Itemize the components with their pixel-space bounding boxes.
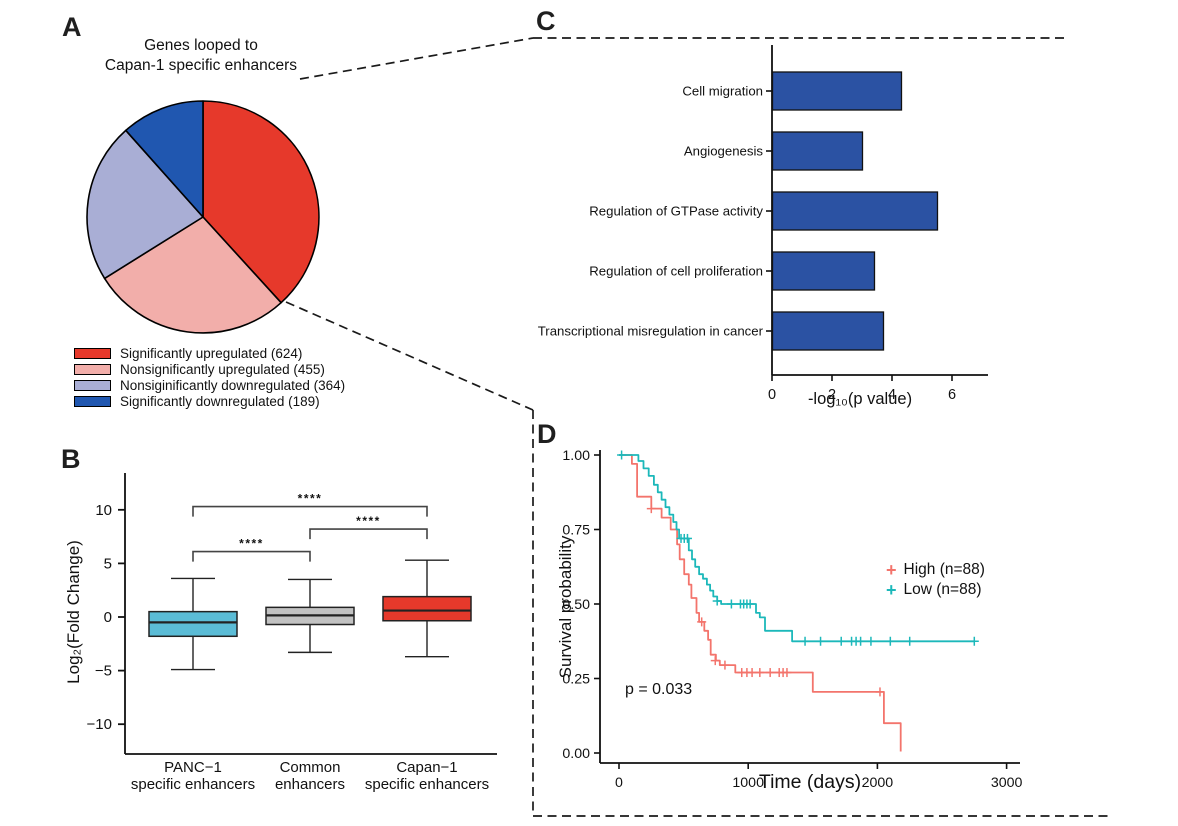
x-tick-label: 1000 <box>732 775 764 791</box>
x-tick-label: 2 <box>828 387 836 403</box>
pie-legend: Significantly upregulated (624) Nonsigni… <box>74 346 346 411</box>
category-label: Angiogenesis <box>684 144 764 159</box>
bar <box>771 71 903 111</box>
y-tick-label: 5 <box>104 555 112 572</box>
legend-item: Significantly downregulated (189) <box>74 394 345 409</box>
y-tick-label: 0.00 <box>562 746 590 762</box>
legend-item: Significantly upregulated (624) <box>74 346 345 361</box>
significance-stars: **** <box>298 492 323 506</box>
survival-curve <box>619 454 902 752</box>
pie-title-line1: Genes looped to <box>144 37 258 54</box>
y-tick-label: 10 <box>95 502 112 519</box>
y-tick-label: 1.00 <box>562 448 590 464</box>
panel-d-letter: D <box>537 419 557 449</box>
significance-stars: **** <box>239 537 264 551</box>
panel-c-letter: C <box>536 6 556 36</box>
category-label: specific enhancers <box>365 776 489 793</box>
km-legend: + High (n=88) + Low (n=88) <box>886 560 985 600</box>
legend-label: Significantly downregulated (189) <box>120 394 320 409</box>
low-series-marker-icon: + <box>886 580 897 600</box>
category-label: Regulation of GTPase activity <box>589 204 763 219</box>
legend-item: + Low (n=88) <box>886 580 985 600</box>
pie-chart <box>86 100 320 334</box>
panel-b-letter: B <box>61 444 81 474</box>
category-label: Transcriptional misregulation in cancer <box>538 324 764 339</box>
significance-bracket <box>192 550 311 562</box>
legend-label: Significantly upregulated (624) <box>120 346 303 361</box>
x-tick-label: 0 <box>615 775 623 791</box>
legend-label: Nonsiginificantly downregulated (364) <box>120 378 346 393</box>
survival-curve <box>619 454 975 643</box>
x-tick-label: 4 <box>888 387 896 403</box>
bar <box>771 191 939 231</box>
y-tick-label: 0.75 <box>562 523 590 539</box>
category-label: Common <box>280 759 341 776</box>
legend-item: Nonsignificantly upregulated (455) <box>74 362 345 377</box>
pie-slice <box>202 100 320 304</box>
category-label: specific enhancers <box>131 776 255 793</box>
legend-item: Nonsiginificantly downregulated (364) <box>74 378 346 393</box>
legend-label: Nonsignificantly upregulated (455) <box>120 362 325 377</box>
category-label: enhancers <box>275 776 345 793</box>
box <box>148 610 238 638</box>
km-x-axis-label: Time (days) <box>758 771 862 793</box>
y-tick-label: 0.25 <box>562 672 590 688</box>
x-tick-label: 6 <box>948 387 956 403</box>
legend-item: + High (n=88) <box>886 560 985 580</box>
y-tick-label: 0 <box>104 609 112 626</box>
legend-swatch-nonsignificantly-upregulated <box>74 363 111 376</box>
callout-dashed-line <box>299 37 534 80</box>
kaplan-meier-chart: 1.00 0.75 0.50 0.25 0.00 0 1000 2000 3000 <box>562 448 1023 791</box>
bar <box>771 251 876 291</box>
pie-slice <box>86 129 204 280</box>
category-label: Regulation of cell proliferation <box>589 264 763 279</box>
legend-swatch-nonsignificantly-downregulated <box>74 379 111 392</box>
category-label: Cell migration <box>682 84 763 99</box>
x-tick-label: 3000 <box>991 775 1023 791</box>
bar-x-axis-label: -log₁₀(p value) <box>807 390 913 408</box>
panel-a-letter: A <box>62 12 82 42</box>
significance-bracket <box>192 505 428 517</box>
x-tick-label: 2000 <box>862 775 894 791</box>
legend-label: Low (n=88) <box>903 581 982 598</box>
bar <box>771 311 885 351</box>
km-p-value: p = 0.033 <box>625 681 693 698</box>
legend-swatch-significantly-upregulated <box>74 347 111 360</box>
callout-dashed-line <box>285 301 534 411</box>
y-tick-label: −10 <box>87 716 112 733</box>
x-tick-label: 0 <box>768 387 776 403</box>
significance-bracket <box>309 528 428 540</box>
significance-stars: **** <box>356 514 381 528</box>
legend-swatch-significantly-downregulated <box>74 395 111 408</box>
category-label: Capan−1 <box>396 759 457 776</box>
high-series-marker-icon: + <box>886 560 897 580</box>
legend-label: High (n=88) <box>903 561 985 578</box>
y-tick-label: 0.50 <box>562 597 590 613</box>
pie-title-line2: Capan-1 specific enhancers <box>104 57 298 74</box>
box <box>382 595 472 622</box>
y-tick-label: −5 <box>95 663 112 680</box>
pie-slice <box>125 100 204 218</box>
pie-slice <box>103 216 282 334</box>
pie-chart-title: Genes looped to Capan-1 specific enhance… <box>60 36 342 76</box>
category-label: PANC−1 <box>164 759 222 776</box>
bar <box>771 131 864 171</box>
